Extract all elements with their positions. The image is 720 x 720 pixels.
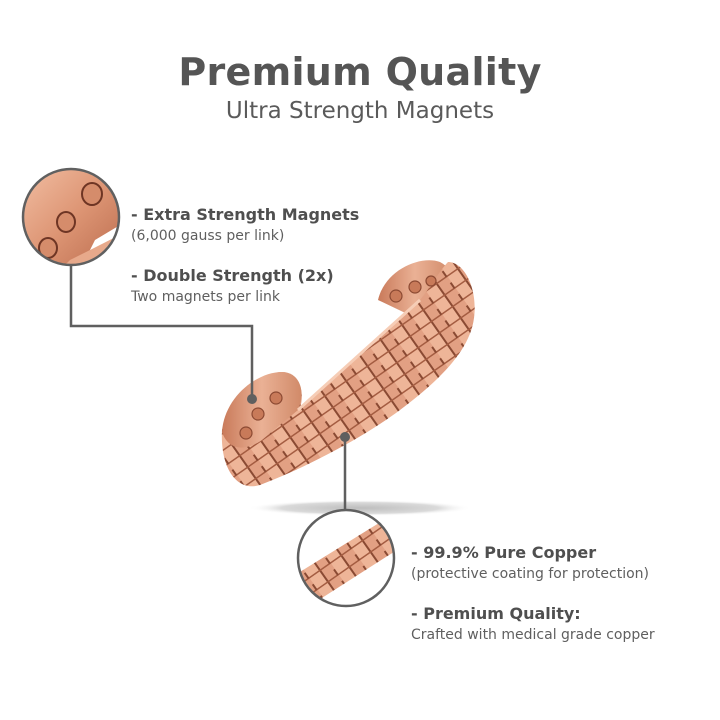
feature-extra-strength: - Extra Strength Magnets (6,000 gauss pe… (131, 205, 359, 244)
link-closeup-circle (296, 508, 396, 608)
feature-detail: Crafted with medical grade copper (411, 627, 655, 643)
bracelet-image (221, 260, 475, 487)
feature-heading: - Double Strength (2x) (131, 266, 334, 285)
feature-detail: (protective coating for protection) (411, 566, 649, 582)
connector-lines (69, 265, 347, 510)
feature-premium-quality: - Premium Quality: Crafted with medical … (411, 604, 655, 643)
feature-detail: Two magnets per link (131, 289, 280, 305)
feature-heading: - Premium Quality: (411, 604, 581, 623)
feature-detail: (6,000 gauss per link) (131, 228, 285, 244)
page-title: Premium Quality (178, 50, 542, 94)
feature-heading: - Extra Strength Magnets (131, 205, 360, 224)
magnet-closeup-circle (21, 167, 121, 267)
page-subtitle: Ultra Strength Magnets (225, 98, 495, 124)
bracelet-shadow (248, 500, 472, 516)
feature-pure-copper: - 99.9% Pure Copper (protective coating … (411, 543, 649, 582)
feature-double-strength: - Double Strength (2x) Two magnets per l… (131, 266, 334, 305)
connector-dots (247, 394, 350, 442)
feature-heading: - 99.9% Pure Copper (411, 543, 597, 562)
